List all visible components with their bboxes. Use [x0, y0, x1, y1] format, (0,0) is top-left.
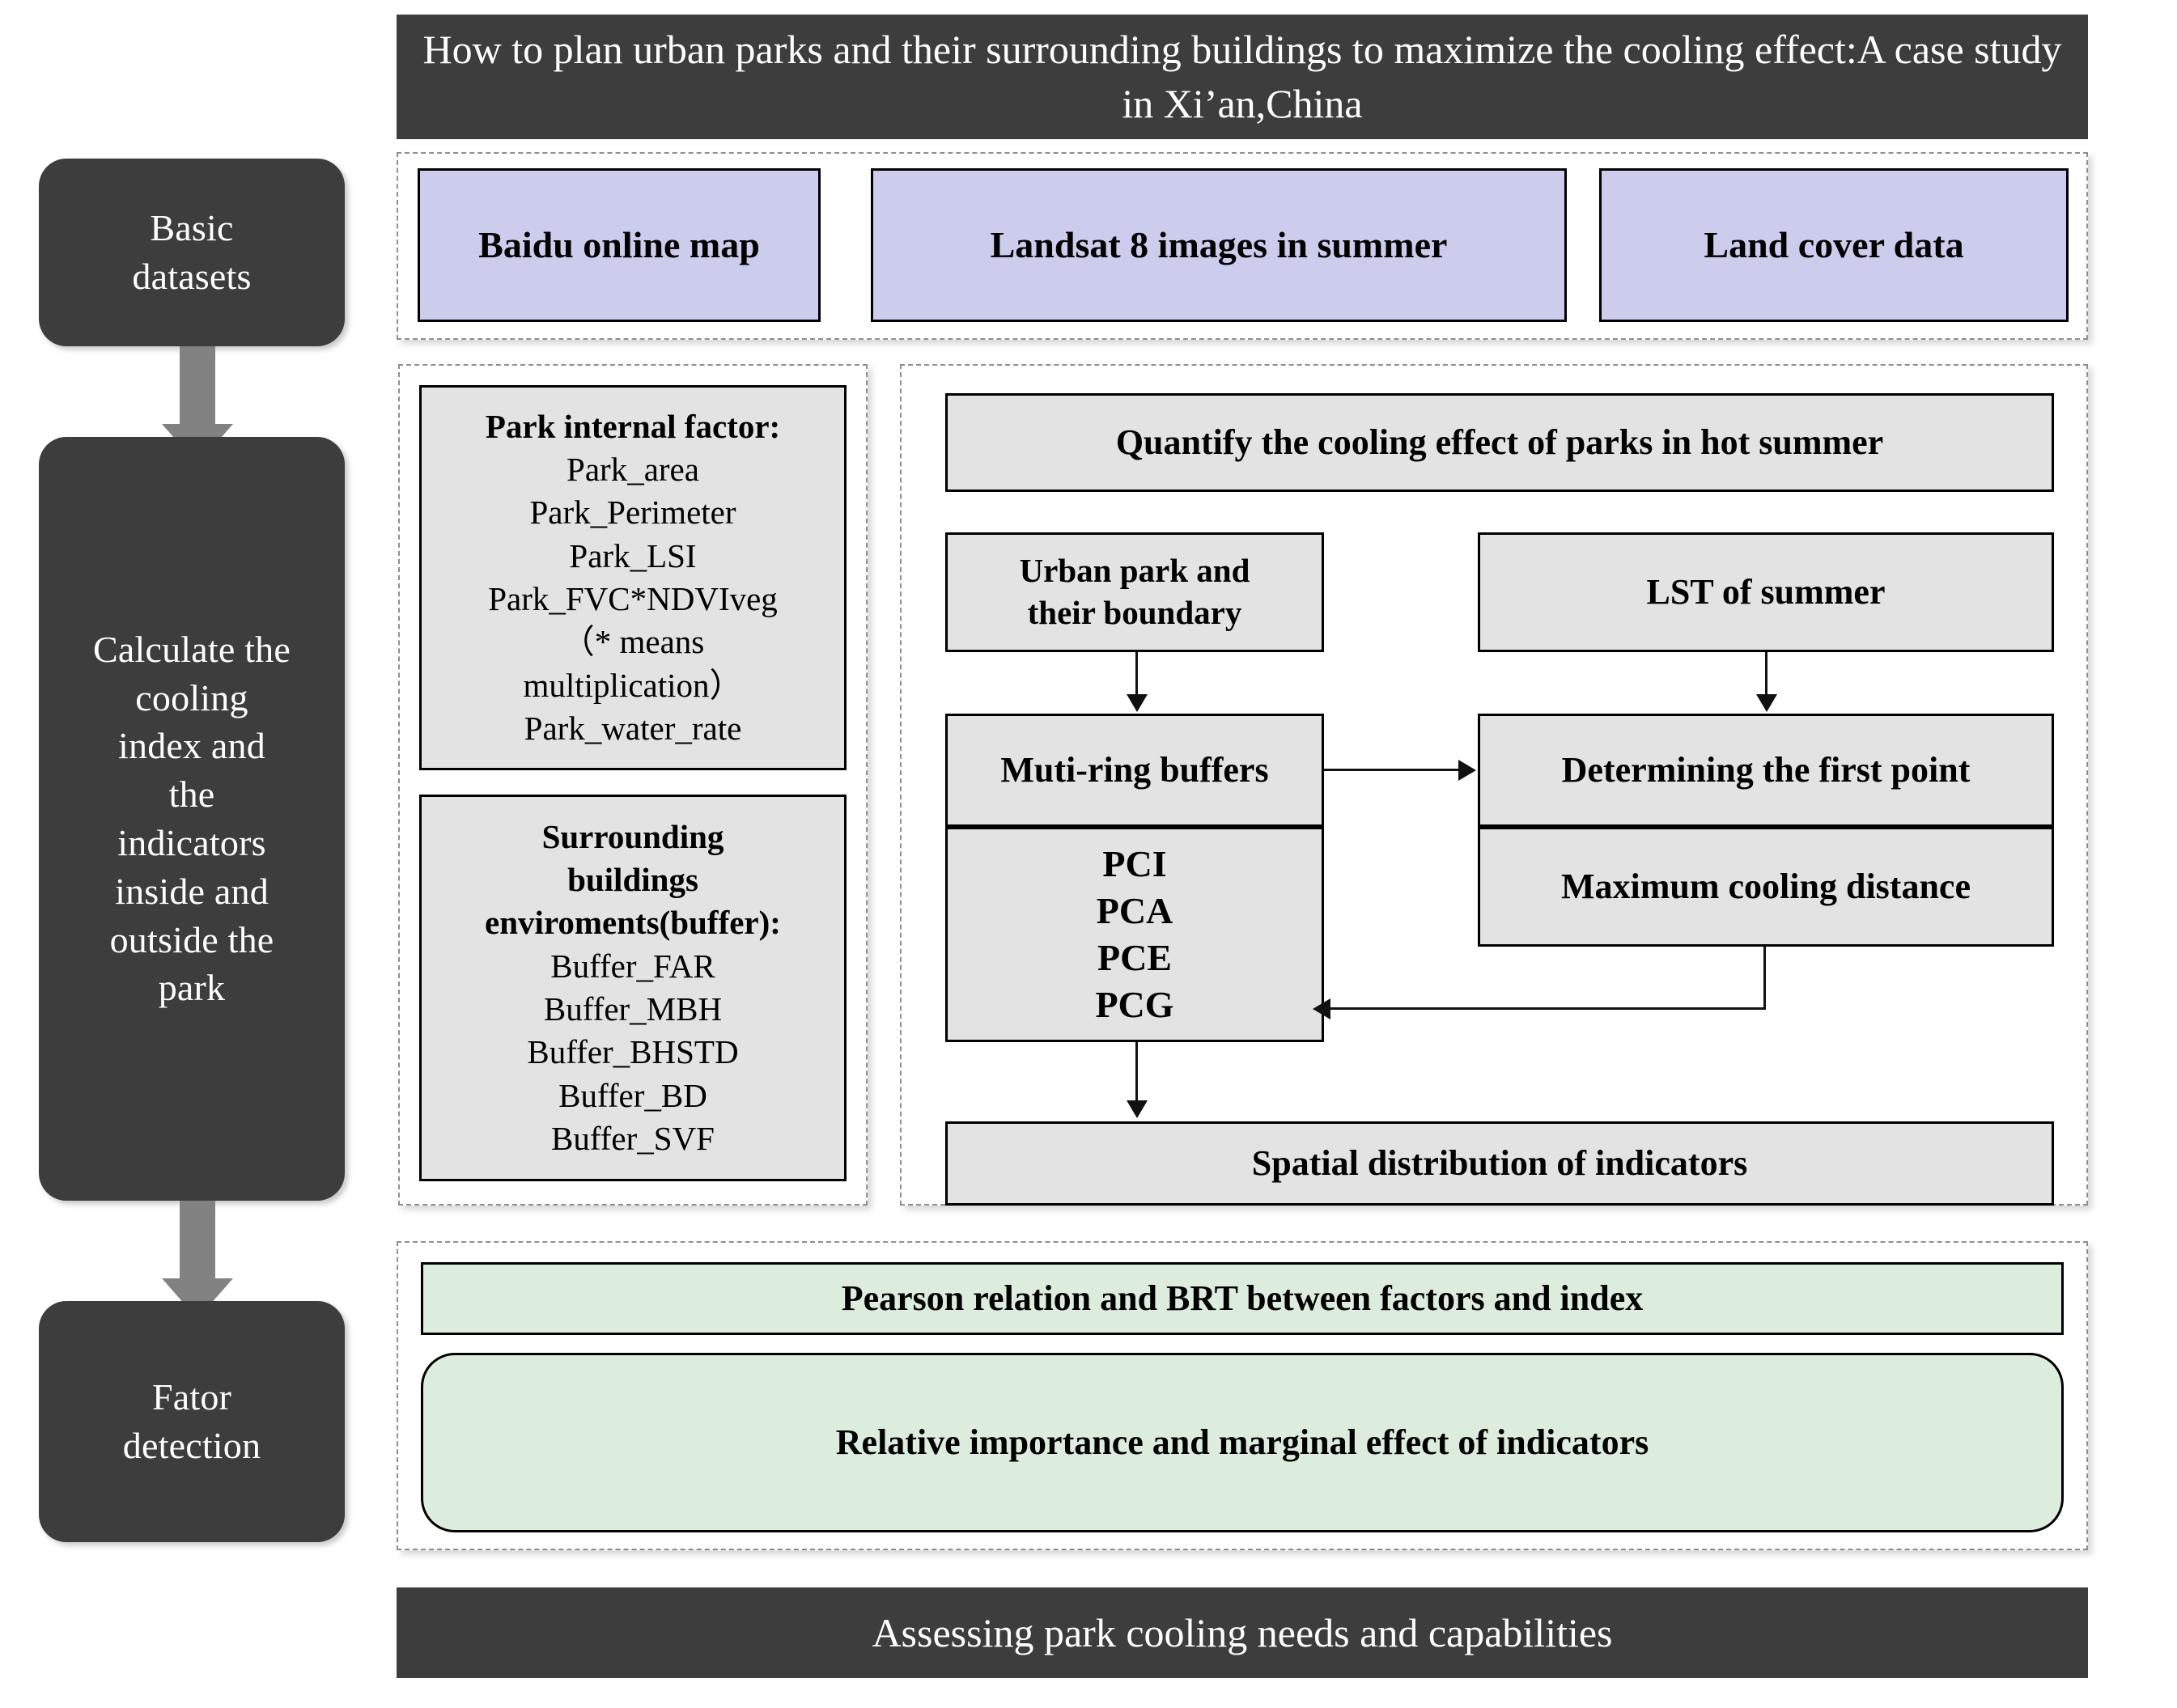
dataset-land-cover-data[interactable]: Land cover data [1599, 168, 2069, 322]
arrow-maxdistance-to-indices [1306, 947, 1776, 1024]
urban-park-boundary-label: Urban park and their boundary [1019, 552, 1250, 631]
maximum-cooling-distance-label: Maximum cooling distance [1561, 867, 1971, 907]
determining-first-point-box[interactable]: Determining the first point [1478, 714, 2054, 827]
urban-park-boundary-box[interactable]: Urban park and their boundary [945, 532, 1324, 652]
arrow-buffers-to-firstpoint [1324, 759, 1479, 782]
surrounding-buildings-title: Surrounding buildings enviroments(buffer… [485, 817, 781, 942]
park-internal-factor-title: Park internal factor: [485, 407, 781, 445]
determining-first-point-label: Determining the first point [1561, 750, 1971, 790]
quantify-cooling-effect-label: Quantify the cooling effect of parks in … [1115, 422, 1884, 463]
muti-ring-buffers-label: Muti-ring buffers [1000, 750, 1269, 790]
spatial-distribution-label: Spatial distribution of indicators [1251, 1143, 1748, 1184]
arrow-park-to-buffers [1125, 652, 1149, 714]
stage-basic-datasets-label: Basic datasets [132, 207, 252, 297]
dataset-landsat-8-images-label: Landsat 8 images in summer [990, 224, 1448, 266]
park-internal-factor-box[interactable]: Park internal factor: Park_area Park_Per… [419, 385, 847, 770]
stage-calculate-cooling-index[interactable]: Calculate the cooling index and the indi… [39, 437, 345, 1201]
arrow-lst-to-firstpoint [1755, 652, 1779, 714]
pearson-brt-label: Pearson relation and BRT between factors… [841, 1278, 1644, 1319]
muti-ring-buffers-box[interactable]: Muti-ring buffers [945, 714, 1324, 827]
maximum-cooling-distance-box[interactable]: Maximum cooling distance [1478, 827, 2054, 947]
surrounding-buildings-items: Buffer_FAR Buffer_MBH Buffer_BHSTD Buffe… [527, 947, 739, 1157]
lst-of-summer-label: LST of summer [1646, 572, 1886, 612]
stage-fator-detection-label: Fator detection [122, 1376, 261, 1466]
pearson-brt-box[interactable]: Pearson relation and BRT between factors… [421, 1262, 2064, 1335]
dataset-land-cover-data-label: Land cover data [1704, 224, 1964, 266]
arrow-indices-to-spatial [1125, 1042, 1149, 1121]
footer-bar: Assessing park cooling needs and capabil… [397, 1587, 2088, 1678]
relative-importance-box[interactable]: Relative importance and marginal effect … [421, 1353, 2064, 1532]
park-internal-factor-items: Park_area Park_Perimeter Park_LSI Park_F… [488, 451, 778, 747]
footer-text: Assessing park cooling needs and capabil… [872, 1609, 1613, 1655]
cooling-indices-label: PCI PCA PCE PCG [1095, 843, 1174, 1025]
stage-calculate-cooling-index-label: Calculate the cooling index and the indi… [93, 628, 291, 1009]
lst-of-summer-box[interactable]: LST of summer [1478, 532, 2054, 652]
quantify-cooling-effect-box[interactable]: Quantify the cooling effect of parks in … [945, 393, 2054, 492]
dataset-baidu-online-map-label: Baidu online map [478, 224, 760, 266]
page-title-text: How to plan urban parks and their surrou… [422, 27, 2062, 126]
page-title: How to plan urban parks and their surrou… [397, 15, 2088, 139]
spatial-distribution-box[interactable]: Spatial distribution of indicators [945, 1121, 2054, 1206]
stage-basic-datasets[interactable]: Basic datasets [39, 159, 345, 346]
dataset-baidu-online-map[interactable]: Baidu online map [418, 168, 821, 322]
dataset-landsat-8-images[interactable]: Landsat 8 images in summer [871, 168, 1567, 322]
stage-fator-detection[interactable]: Fator detection [39, 1301, 345, 1542]
relative-importance-label: Relative importance and marginal effect … [835, 1422, 1649, 1463]
cooling-indices-box[interactable]: PCI PCA PCE PCG [945, 827, 1324, 1042]
surrounding-buildings-box[interactable]: Surrounding buildings enviroments(buffer… [419, 795, 847, 1181]
